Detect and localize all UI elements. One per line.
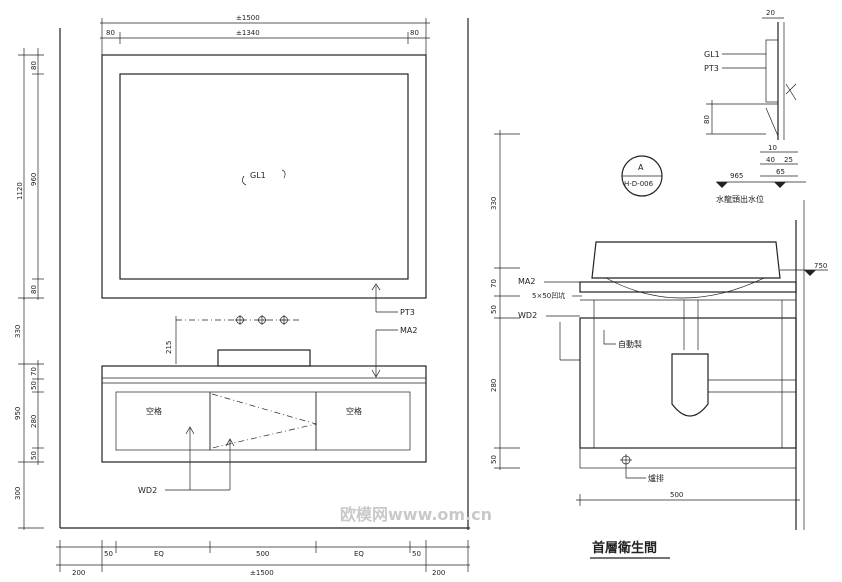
dim-stack-50: 50 <box>30 381 38 390</box>
vanity-body <box>101 365 427 463</box>
section-label-auto: 自動製 <box>618 339 642 349</box>
dim-height-mirror-top: 80 <box>30 61 38 70</box>
level-marker-icon <box>716 182 728 188</box>
section-label-ma2: MA2 <box>518 277 535 286</box>
drawer-right-label: 空格 <box>346 406 362 416</box>
detail-hatch-2 <box>785 83 797 95</box>
detail-hatch <box>785 83 797 101</box>
mirror-glass <box>119 73 409 280</box>
section-dim-50b: 50 <box>490 455 498 464</box>
dim-height-mirror: 960 <box>30 173 38 186</box>
dim-side-left: 80 <box>106 29 115 37</box>
section-basin-bowl <box>605 277 765 299</box>
arrow-icon <box>185 426 195 435</box>
dim-height-total: 1120 <box>16 182 24 200</box>
detail-bottom-profile <box>765 103 779 137</box>
drawer-left <box>115 391 211 451</box>
label-ma2: MA2 <box>400 326 417 335</box>
detail-label-pt3: PT3 <box>704 64 719 73</box>
level-marker-icon <box>804 270 816 276</box>
tap-handle-icon <box>235 315 245 325</box>
front-elevation: GL1 ±1500 ±1340 80 80 1120 80 960 80 330 <box>14 14 470 577</box>
watermark: 欧模网www.om.cn <box>340 505 492 524</box>
drawer-right <box>315 391 411 451</box>
leader-floor-drain <box>625 466 646 479</box>
detail-dim-40: 40 <box>766 156 775 164</box>
dim-inner-width: ±1340 <box>236 29 260 37</box>
bottom-dim-200a: 200 <box>72 569 85 577</box>
bottom-dim-eq-b: EQ <box>354 550 364 558</box>
detail-label-gl1: GL1 <box>704 50 720 59</box>
detail-mirror-section <box>765 39 779 103</box>
section-dim-70: 70 <box>490 279 498 288</box>
mirror-frame-outer <box>101 54 427 299</box>
bottom-dim-50a: 50 <box>104 550 113 558</box>
section-label-5x50: 5×50凹坑 <box>532 291 565 300</box>
mirror-glass-mark-2 <box>281 169 286 179</box>
mirror-glass-mark <box>242 175 247 186</box>
section-label-floor-drain: 爐排 <box>648 473 664 483</box>
section-dim-500: 500 <box>670 491 683 499</box>
bottom-dim-50b: 50 <box>412 550 421 558</box>
door-centre <box>209 391 317 451</box>
door-swing-mark <box>211 393 318 449</box>
arrow-icon <box>371 283 381 291</box>
detail-dim-10: 10 <box>768 144 777 152</box>
section-bottle-trap <box>671 353 709 417</box>
section-label-wd2: WD2 <box>518 311 537 320</box>
drawer-left-label: 空格 <box>146 406 162 416</box>
floor-drain-icon <box>620 454 632 466</box>
tap-handle-icon <box>279 315 289 325</box>
level-965: 965 <box>730 172 743 180</box>
section-dim-330: 330 <box>490 197 498 210</box>
mirror-label: GL1 <box>250 171 266 180</box>
bottom-dim-eq-a: EQ <box>154 550 164 558</box>
leader-section-auto <box>603 330 616 345</box>
section-plinth <box>579 447 797 469</box>
section-ref-letter: A <box>638 163 644 172</box>
basin <box>217 349 311 367</box>
detail-dim-80: 80 <box>703 115 711 124</box>
bottom-dim-200b: 200 <box>432 569 445 577</box>
side-section: A H-D-006 750 330 70 50 28 <box>490 130 828 559</box>
arrow-icon <box>225 438 235 447</box>
section-ref-sheet: H-D-006 <box>624 180 654 188</box>
label-wd2: WD2 <box>138 486 157 495</box>
dim-side-right: 80 <box>410 29 419 37</box>
section-cabinet <box>579 317 797 449</box>
dim-stack-280: 280 <box>30 415 38 428</box>
dim-height-mirror-bottom: 80 <box>30 285 38 294</box>
detail-dim-65: 65 <box>776 168 785 176</box>
mirror-edge-detail: 20 GL1 PT3 80 10 40 25 65 965 水龍頭出水位 <box>703 9 806 204</box>
detail-dim-20: 20 <box>766 9 775 17</box>
level-750: 750 <box>814 262 827 270</box>
section-basin-top <box>591 241 781 279</box>
section-dim-280: 280 <box>490 379 498 392</box>
bottom-dim-500: 500 <box>256 550 269 558</box>
dim-300: 300 <box>14 487 22 500</box>
tap-spout-icon <box>257 315 267 325</box>
dim-215: 215 <box>165 341 173 354</box>
bottom-dim-total: ±1500 <box>250 569 274 577</box>
level-marker-icon <box>774 182 786 188</box>
section-dim-50: 50 <box>490 305 498 314</box>
dim-stack-70: 70 <box>30 367 38 376</box>
dim-950: 950 <box>14 407 22 420</box>
dim-stack-50b: 50 <box>30 451 38 460</box>
arrow-icon <box>371 369 381 378</box>
dim-330: 330 <box>14 325 22 338</box>
faucet-outlet-note: 水龍頭出水位 <box>716 194 764 204</box>
section-countertop <box>579 281 797 293</box>
dim-total-width: ±1500 <box>236 14 260 22</box>
drawing-title: 首層衛生間 <box>592 540 657 556</box>
label-pt3: PT3 <box>400 308 415 317</box>
detail-dim-25: 25 <box>784 156 793 164</box>
